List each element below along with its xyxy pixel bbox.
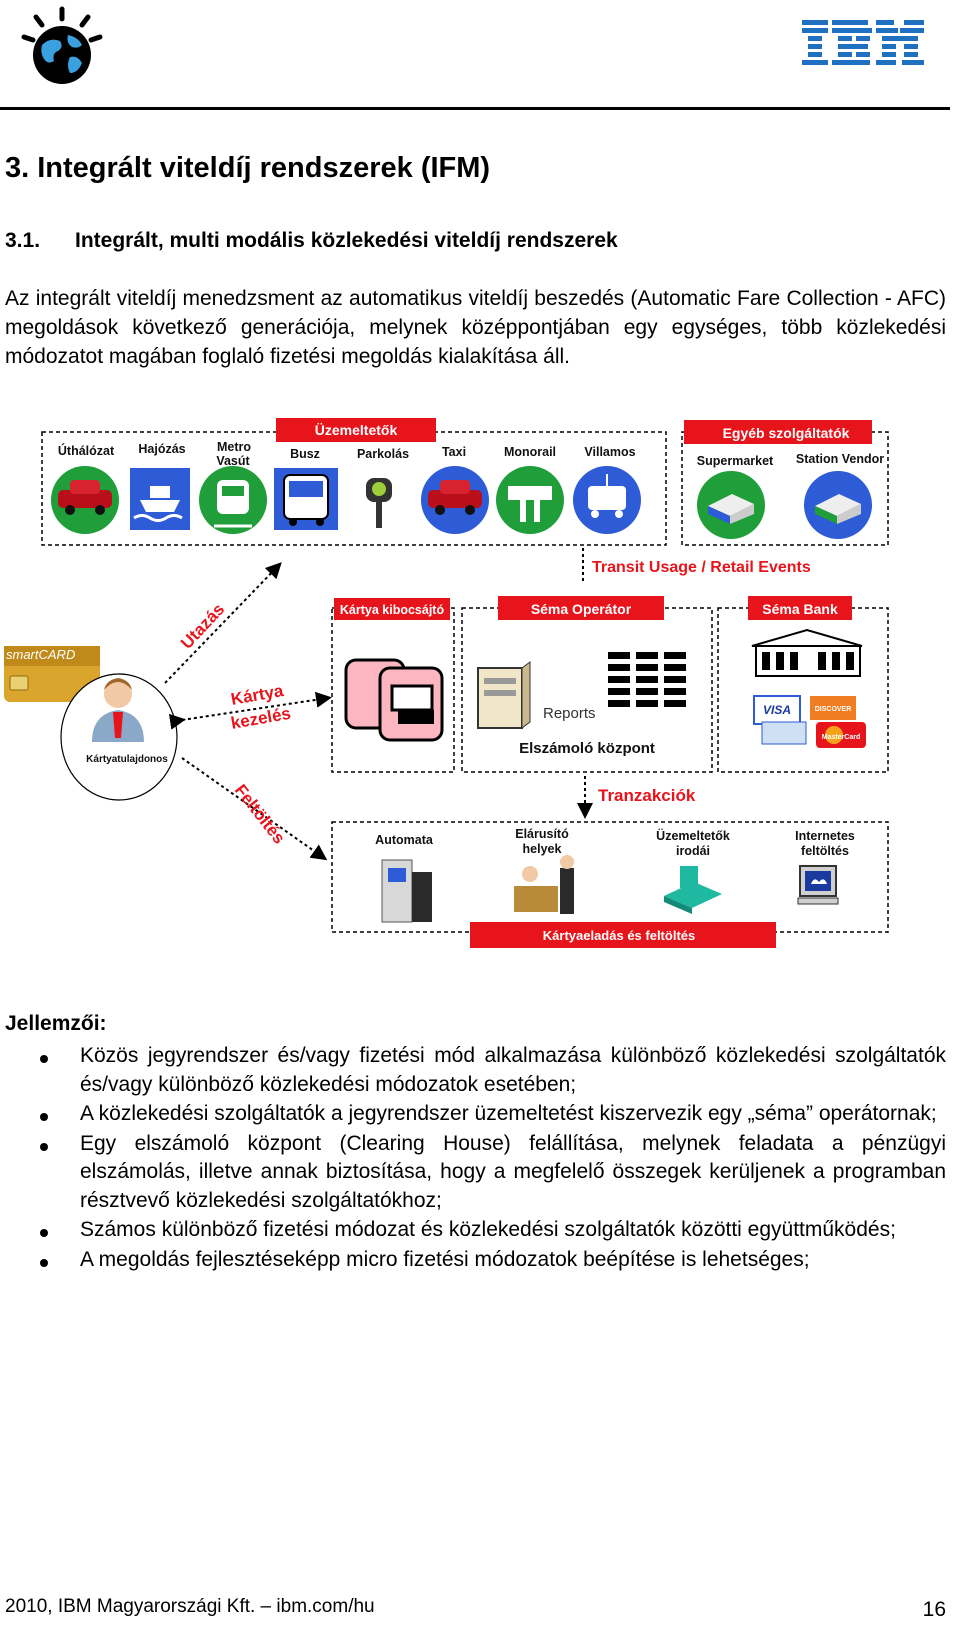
others-banner (684, 420, 872, 444)
smartcard-icon: smartCARD (4, 646, 100, 702)
sales-point-icon (514, 855, 574, 914)
clearing-label: Elszámoló központ (519, 740, 655, 757)
reports-stack-icon (608, 652, 686, 707)
scheme-bank-banner (748, 596, 852, 620)
label-monorail: Monorail (504, 445, 556, 459)
section-title: Integrált, multi modális közlekedési vit… (75, 229, 618, 252)
intro-paragraph: Az integrált viteldíj menedzsment az aut… (5, 287, 946, 368)
issuer-banner (334, 598, 450, 620)
label-internet-2: feltöltés (801, 844, 849, 858)
list-item: Egy elszámoló központ (Clearing House) f… (40, 1130, 946, 1216)
scheme-operator-label: Séma Operátor (531, 601, 632, 617)
monorail-icon (496, 466, 564, 534)
label-taxi: Taxi (442, 445, 466, 459)
list-item: Számos különböző fizetési módozat és köz… (40, 1216, 946, 1245)
label-shops-1: Elárusító (515, 827, 569, 841)
train-icon (199, 466, 267, 534)
issuer-label: Kártya kibocsájtó (340, 603, 445, 617)
label-metro-2: Vasút (216, 454, 250, 468)
list-item: A közlekedési szolgáltatók a jegyrendsze… (40, 1100, 946, 1129)
ship-icon (130, 468, 190, 530)
reports-label: Reports (543, 705, 596, 722)
scheme-operator-banner (498, 596, 664, 620)
footer-copyright: 2010, IBM Magyarországi Kft. – ibm.com/h… (5, 1596, 375, 1617)
label-supermarket: Supermarket (697, 454, 774, 468)
others-box (681, 431, 889, 546)
operators-banner (276, 418, 436, 442)
taxi-icon (421, 466, 489, 534)
bullet-icon (40, 1258, 48, 1267)
transactions-label: Tranzakciók (598, 786, 696, 805)
bullet-icon (40, 1229, 48, 1237)
sales-box (331, 821, 889, 933)
scheme-bank-label: Séma Bank (762, 601, 838, 617)
bullet-icon (40, 1113, 48, 1121)
bank-building-icon (751, 628, 863, 677)
label-offices-2: irodái (676, 844, 710, 858)
label-tram: Villamos (584, 445, 635, 459)
supermarket-icon (697, 471, 765, 539)
list-item: A megoldás fejlesztéseképp micro fizetés… (40, 1246, 946, 1275)
cardholder-avatar-icon (92, 678, 144, 742)
label-ship: Hajózás (138, 442, 185, 456)
label-machine: Automata (375, 833, 434, 847)
card-handling-label-2: kezelés (229, 704, 292, 733)
station-vendor-icon (804, 471, 872, 539)
smartcard-label: smartCARD (6, 647, 75, 662)
features-title: Jellemzői: (5, 1012, 107, 1035)
list-item: Közös jegyrendszer és/vagy fizetési mód … (40, 1042, 946, 1099)
page-title: 3. Integrált viteldíj rendszerek (IFM) (5, 152, 491, 184)
ifm-diagram: Üzemeltetők Egyéb szolgáltatók Úthálózat… (4, 418, 889, 948)
others-banner-label: Egyéb szolgáltatók (723, 425, 850, 441)
label-offices-1: Üzemeltetők (656, 828, 730, 843)
operators-banner-label: Üzemeltetők (315, 422, 398, 438)
transit-events-label: Transit Usage / Retail Events (592, 559, 811, 576)
label-shops-2: helyek (523, 842, 562, 856)
label-road: Úthálózat (58, 443, 115, 458)
bus-icon (274, 468, 338, 530)
sales-banner (470, 922, 776, 948)
card-issuer-icon (344, 658, 444, 742)
bullet-icon (40, 1142, 48, 1151)
header-divider (0, 107, 950, 110)
credit-cards-icon: VISA DISCOVER MasterCard (753, 695, 866, 748)
issuer-box (331, 607, 455, 773)
label-metro-1: Metro (217, 440, 251, 454)
operator-office-icon (664, 866, 722, 914)
bullet-icon (40, 1055, 48, 1063)
server-icon (477, 661, 531, 729)
parking-meter-icon (366, 478, 392, 528)
topup-arrow-label: Feltöltés (231, 781, 289, 848)
sales-banner-label: Kártyaeladás és feltöltés (543, 928, 695, 943)
features-list: Közös jegyrendszer és/vagy fizetési mód … (40, 1042, 946, 1275)
ticket-machine-icon (381, 859, 432, 923)
internet-computer-icon (797, 865, 839, 905)
section-heading: 3.1. Integrált, multi modális közlekedési… (5, 229, 618, 253)
svg-text:MasterCard: MasterCard (822, 734, 861, 741)
label-bus: Busz (290, 447, 320, 461)
section-number: 3.1. (5, 229, 41, 252)
car-icon (51, 466, 119, 534)
label-internet-1: Internetes (795, 829, 855, 843)
cardholder-label: Kártyatulajdonos (86, 754, 168, 765)
page-number: 16 (922, 1598, 946, 1621)
ibm-logo-icon (802, 20, 924, 65)
visa-label: VISA (763, 703, 791, 717)
svg-text:DISCOVER: DISCOVER (815, 706, 852, 713)
tram-icon (573, 466, 641, 534)
label-parking: Parkolás (357, 447, 409, 461)
label-vendor: Station Vendor (796, 452, 884, 466)
scheme-operator-box (461, 607, 713, 773)
globe-logo-icon (21, 6, 103, 84)
